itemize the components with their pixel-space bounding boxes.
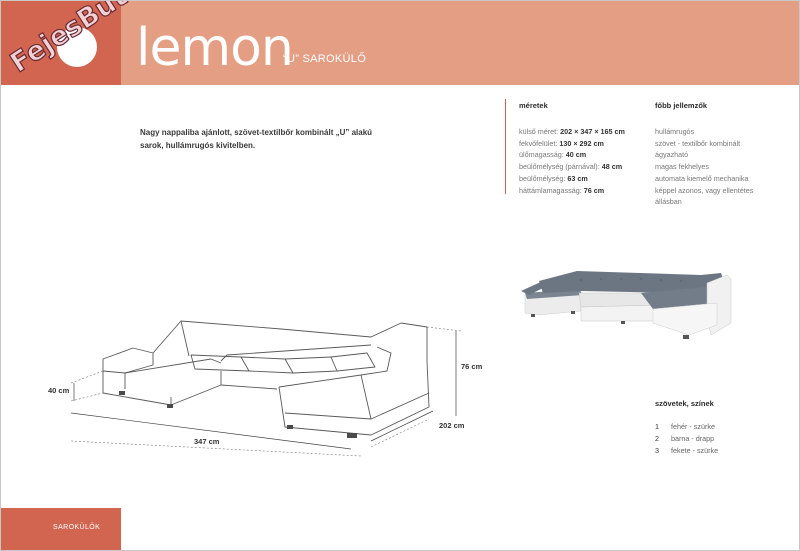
dimension-label-depth: 202 cm (439, 421, 465, 430)
dimensions-list: külső méret: 202 × 347 × 165 cm fekvőfel… (519, 126, 649, 196)
dimension-item: háttámlamagasság: 76 cm (519, 185, 605, 195)
dimension-item: ülőmagasság: 40 cm (519, 150, 587, 160)
dimension-label-back-height: 76 cm (461, 362, 483, 371)
spec-divider (505, 99, 506, 194)
feature-item: automata kiemelő mechanika (655, 173, 749, 183)
feature-item: állásban (655, 197, 682, 207)
fabrics-heading: szövetek, színek (655, 399, 714, 408)
product-title: lemon (136, 18, 294, 78)
footer-band (1, 508, 121, 550)
sofa-feet (119, 391, 357, 438)
dimension-item: beülőmélység: 63 cm (519, 173, 588, 183)
dimension-item: fekvőfelület: 130 × 292 cm (519, 138, 604, 148)
feature-item: képpel azonos, vagy ellentétes (655, 185, 754, 195)
feature-item: hullámrugós (655, 127, 695, 136)
feature-item: szövet - textilbőr kombinált (655, 138, 741, 148)
sofa-product-image (521, 271, 732, 339)
dimensions-heading: méretek (519, 101, 548, 110)
footer-category-label: SAROKÜLŐK (53, 524, 101, 531)
dimension-item: beülőmélység (párnával): 48 cm (519, 162, 623, 172)
feature-item: magas fekhelyes (655, 162, 709, 172)
dimension-label-width: 347 cm (194, 437, 220, 446)
feature-item: ágyazható (655, 150, 689, 160)
product-description: Nagy nappaliba ajánlott, szövet-textilbő… (140, 128, 373, 150)
logo-circle-shape (57, 27, 97, 67)
features-heading: főbb jellemzők (655, 101, 708, 110)
features-list: hullámrugós szövet - textilbőr kombinált… (655, 126, 795, 208)
dimension-label-seat-height: 40 cm (48, 386, 70, 395)
header-band (121, 1, 799, 85)
sofa-line-drawing (70, 320, 462, 457)
product-subtitle: “U” SAROKÜLŐ (283, 53, 367, 65)
dimension-item: külső méret: 202 × 347 × 165 cm (519, 127, 625, 136)
